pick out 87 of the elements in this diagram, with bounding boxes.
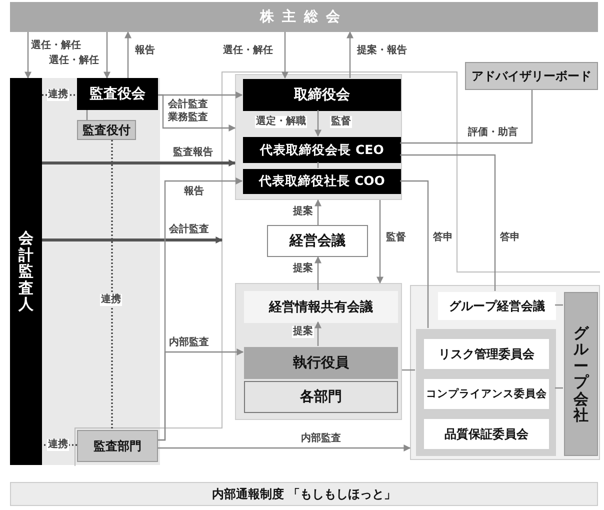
board-box xyxy=(243,79,401,111)
box-label: 品質保証委員会 xyxy=(444,426,528,442)
committee-box xyxy=(424,379,549,409)
arrow xyxy=(104,32,110,79)
edge-label: 内部監査 xyxy=(300,433,342,445)
executive-box xyxy=(243,137,401,163)
box-label: 経営情報共有会議 xyxy=(269,298,373,316)
edge-label: 連携 xyxy=(100,294,122,306)
edge-label: 内部監査 xyxy=(168,337,210,349)
connector-line xyxy=(111,140,113,430)
edge-label: 選任・解任 xyxy=(48,55,100,67)
edge-label: 提案 xyxy=(292,326,314,338)
connector-line xyxy=(86,110,88,120)
arrow xyxy=(376,200,384,284)
box-label: 監査部門 xyxy=(94,438,142,454)
edge-label: 提案 xyxy=(292,263,314,275)
executive-box xyxy=(243,169,401,194)
meeting-banner xyxy=(10,2,598,32)
meeting-box xyxy=(267,225,368,257)
box-label: 取締役会 xyxy=(294,86,350,104)
edge-label: 報告 xyxy=(134,45,156,57)
group-panel xyxy=(235,283,402,420)
note-label: 監督 xyxy=(330,116,352,128)
meeting-box xyxy=(438,292,556,320)
connector-line xyxy=(400,154,496,291)
arrow xyxy=(124,31,132,78)
box-label: アドバイザリーボード xyxy=(472,68,592,84)
company-bar xyxy=(564,292,598,456)
box-label: 各部門 xyxy=(300,388,342,406)
connector-line xyxy=(400,90,533,144)
arrow xyxy=(42,236,223,244)
edge-label: 監督 xyxy=(385,232,407,244)
committee-box xyxy=(424,419,549,449)
box-label: コンプライアンス委員会 xyxy=(426,387,547,401)
arrow xyxy=(314,199,322,225)
group-panel xyxy=(410,285,600,460)
edge-label: 提案 xyxy=(292,206,314,218)
arrow xyxy=(158,348,244,441)
arrow xyxy=(158,94,236,132)
box-label: 株主総会 xyxy=(260,8,348,26)
edge-label: 答申 xyxy=(499,232,521,244)
arrow xyxy=(24,32,32,79)
box-label: 代表取締役会長 CEO xyxy=(260,142,384,158)
arrow xyxy=(42,160,236,166)
arrow xyxy=(314,321,322,346)
edge-label: 業務監査 xyxy=(167,112,209,124)
connector-line xyxy=(402,369,415,371)
edge-label: 評価・助言 xyxy=(467,127,519,139)
edge-label: 提案・報告 xyxy=(356,45,408,57)
box-label: リスク管理委員会 xyxy=(438,346,534,362)
box-label: グループ会社 xyxy=(574,324,588,424)
box-label: 経営会議 xyxy=(290,232,346,250)
meeting-box xyxy=(244,291,398,323)
officer-box xyxy=(244,347,398,379)
box-label: グループ経営会議 xyxy=(449,298,545,314)
edge-label: 会計監査 xyxy=(168,224,210,236)
edge-label: 監査報告 xyxy=(172,147,214,159)
box-label: 代表取締役社長 COO xyxy=(259,173,385,190)
edge-label: 報告 xyxy=(183,186,205,198)
edge-label: 連携 xyxy=(47,89,69,101)
edge-label: 選定・解職 xyxy=(255,116,307,128)
auditor-bar xyxy=(10,78,42,465)
group-panel xyxy=(235,74,402,200)
committee-box xyxy=(424,339,549,369)
arrow xyxy=(314,110,322,137)
department-box xyxy=(244,381,398,413)
box-label: 監査役付 xyxy=(82,122,130,138)
arrow xyxy=(158,444,411,452)
arrow xyxy=(282,32,288,79)
board-box xyxy=(465,62,598,90)
edge-label: 会計監査 xyxy=(167,99,209,111)
box-label: 会計監査人 xyxy=(18,230,34,313)
arrow xyxy=(346,31,354,78)
arrow xyxy=(314,256,322,290)
system-banner xyxy=(10,482,598,506)
edge-label: 選任・解任 xyxy=(30,40,82,52)
box-label: 執行役員 xyxy=(293,354,349,372)
connector-line xyxy=(400,180,429,328)
edge-label: 連携 xyxy=(47,439,69,451)
box-label: 監査役会 xyxy=(90,85,146,103)
group-panel xyxy=(416,329,556,456)
edge-label: 答申 xyxy=(432,232,454,244)
box-label: 内部通報制度 「もしもしほっと」 xyxy=(212,486,396,502)
department-box xyxy=(77,430,158,462)
staff-box xyxy=(77,120,136,140)
board-box xyxy=(77,78,158,110)
edge-label: 選任・解任 xyxy=(222,45,274,57)
